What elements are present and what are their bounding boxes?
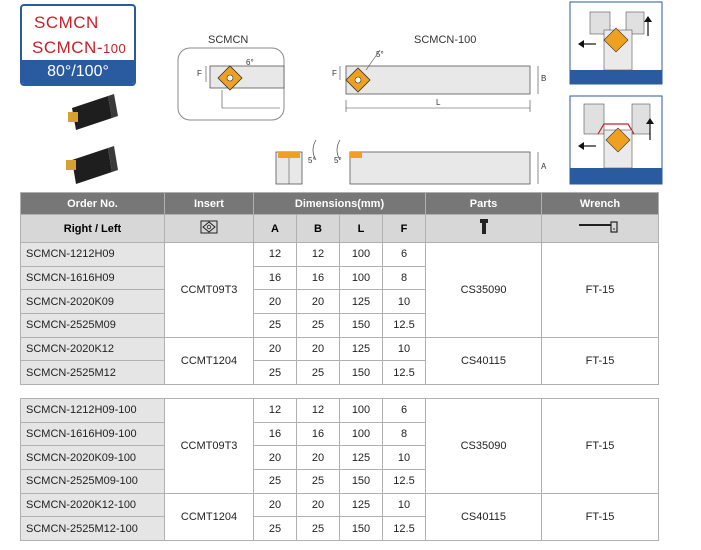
table-row: SCMCN-2020K12-100 CCMT1204 20 20 125 10 …	[20, 492, 659, 542]
badge-title: SCMCN	[34, 13, 99, 32]
label-dim-a: A	[541, 162, 547, 171]
insert-cell: CCMT1204	[164, 336, 254, 386]
table-row: SCMCN-2020K09 20 20 125 10	[20, 289, 659, 315]
insert-cell: CCMT1204	[164, 492, 254, 542]
table-row: SCMCN-1616H09-100 16 16 100 8	[20, 421, 659, 447]
parts-cell: CS40115	[425, 336, 542, 386]
insert-icon	[164, 214, 254, 243]
tool-photo-top	[68, 94, 118, 130]
label-scmcn: SCMCN	[208, 34, 249, 46]
label-angle-side-right: 5°	[334, 156, 342, 165]
tool-photo-bottom	[66, 146, 118, 184]
screw-icon	[425, 214, 542, 243]
label-dim-f-right: F	[332, 69, 337, 78]
badge-angles: 80°/100°	[22, 60, 134, 84]
wrench-cell: FT-15	[541, 398, 659, 494]
subheader-b: B	[296, 214, 340, 243]
parts-cell: CS35090	[425, 398, 542, 494]
table-row: SCMCN-2525M09 25 25 150 12.5	[20, 313, 659, 338]
table-row: SCMCN-1212H09-100 CCMT09T3 12 12 100 6 C…	[20, 398, 659, 494]
parts-cell: CS35090	[425, 242, 542, 338]
insert-cell: CCMT09T3	[164, 398, 254, 494]
header-wrench: Wrench	[541, 192, 659, 215]
subheader-right-left: Right / Left	[20, 214, 165, 243]
header-insert: Insert	[164, 192, 254, 215]
product-badge: SCMCN SCMCN-100 80°/100°	[20, 4, 136, 86]
header-parts: Parts	[425, 192, 542, 215]
wrench-cell: FT-15	[541, 492, 659, 542]
table-row: SCMCN-2020K09-100 20 20 125 10	[20, 445, 659, 471]
application-diagram-bottom	[569, 95, 663, 185]
label-dim-b: B	[541, 74, 547, 83]
table-row: SCMCN-1616H09 16 16 100 8	[20, 265, 659, 291]
label-angle-big: 5°	[376, 50, 384, 59]
wrench-cell: FT-15	[541, 242, 659, 338]
subheader-a: A	[253, 214, 297, 243]
table-row: SCMCN-1212H09 CCMT09T3 12 12 100 6 CS350…	[20, 242, 659, 338]
badge-subtitle: SCMCN-100	[32, 38, 127, 57]
label-angle-side-left: 5°	[308, 156, 316, 165]
table-row: SCMCN-2525M12-100 25 25 150 12.5	[20, 516, 659, 542]
drawing-scmcn-100	[339, 49, 539, 112]
spec-table: Order No. Insert Dimensions(mm) Parts Wr…	[20, 192, 659, 386]
header-dimensions: Dimensions(mm)	[253, 192, 426, 215]
subheader-l: L	[339, 214, 383, 243]
technical-drawings	[66, 1, 663, 185]
wrench-icon	[541, 214, 659, 243]
table-row: SCMCN-2020K12 CCMT1204 20 20 125 10 CS40…	[20, 336, 659, 386]
label-angle-small: 6°	[246, 58, 254, 67]
header-order-no: Order No.	[20, 192, 165, 215]
label-dim-l: L	[436, 98, 441, 107]
table-row: SCMCN-2525M09-100 25 25 150 12.5	[20, 469, 659, 494]
drawing-side-right	[312, 139, 539, 185]
drawing-side-left	[275, 151, 303, 185]
table-row: SCMCN-2525M12 25 25 150 12.5	[20, 360, 659, 386]
insert-cell: CCMT09T3	[164, 242, 254, 338]
label-scmcn-100: SCMCN-100	[414, 34, 477, 46]
wrench-cell: FT-15	[541, 336, 659, 386]
application-diagram-top	[569, 1, 663, 85]
spec-table-100: SCMCN-1212H09-100 CCMT09T3 12 12 100 6 C…	[20, 398, 659, 542]
parts-cell: CS40115	[425, 492, 542, 542]
subheader-f: F	[382, 214, 426, 243]
drawing-scmcn	[177, 47, 285, 121]
label-dim-f-left: F	[197, 69, 202, 78]
